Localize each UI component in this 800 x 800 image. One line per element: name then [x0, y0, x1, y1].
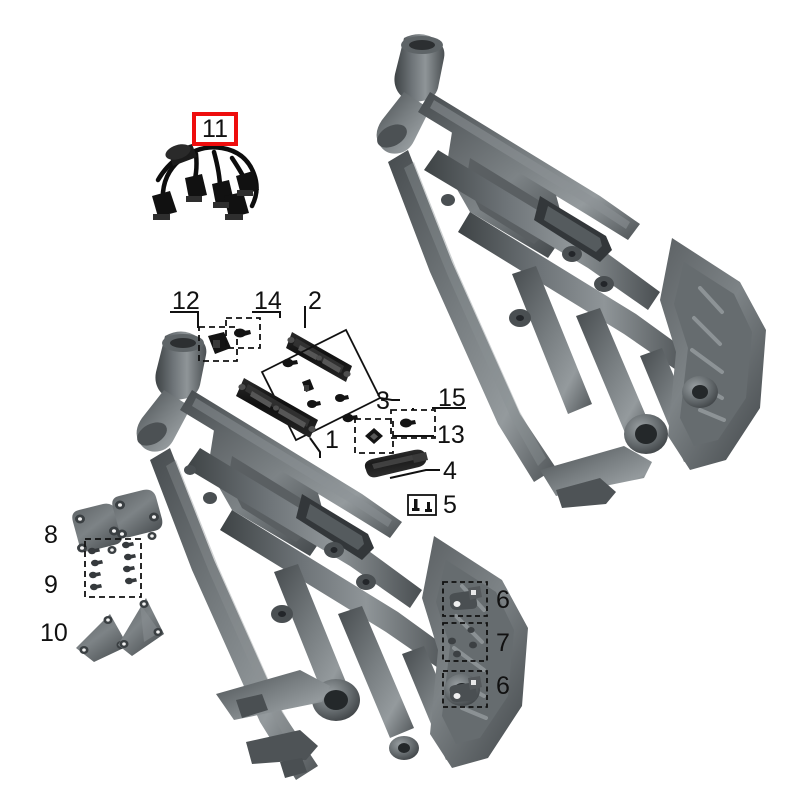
part-6a-clip-bracket — [449, 586, 482, 610]
callout-9: 9 — [44, 571, 58, 599]
part-10-gusset-left — [76, 614, 128, 662]
callout-15: 15 — [438, 384, 466, 412]
box-3 — [260, 328, 382, 442]
callout-12: 12 — [172, 287, 200, 315]
head-tube-upper — [376, 34, 445, 154]
callout-1: 1 — [325, 426, 339, 454]
box-7 — [442, 622, 488, 662]
part-13-washer — [365, 428, 383, 444]
callout-14: 14 — [254, 287, 282, 315]
leader-12 — [170, 311, 199, 328]
callout-13: 13 — [437, 421, 465, 449]
callout-6-bottom: 6 — [496, 672, 510, 700]
part-7-bolts — [448, 627, 477, 658]
part-4-rubber-pad — [364, 449, 428, 478]
callout-5: 5 — [443, 491, 457, 519]
callout-11-highlighted[interactable]: 11 — [192, 112, 238, 146]
frame-upper-right — [376, 34, 766, 508]
box-6a — [442, 581, 488, 617]
leader-14 — [252, 311, 281, 318]
box-5 — [407, 494, 437, 516]
part-11-connectors — [152, 144, 259, 220]
callout-4: 4 — [443, 457, 457, 485]
leader-3 — [379, 397, 400, 401]
part-15-nut — [400, 418, 416, 428]
part-5-pins — [412, 499, 432, 512]
part-8-bracket-right — [112, 489, 163, 540]
leader-4 — [389, 469, 440, 479]
box-15 — [390, 409, 436, 439]
part-10-gusset-right — [118, 598, 164, 656]
leader-1 — [309, 437, 321, 458]
callout-11-label: 11 — [202, 114, 228, 143]
callout-7: 7 — [496, 629, 510, 657]
part-12-grommet — [208, 332, 231, 354]
box-13 — [354, 418, 394, 454]
box-12 — [198, 326, 238, 362]
callout-6-top: 6 — [496, 586, 510, 614]
callout-10: 10 — [40, 619, 68, 647]
part-3-fasteners — [282, 358, 358, 423]
callout-2: 2 — [308, 287, 322, 315]
part-14-bolt — [234, 328, 251, 338]
box-6b — [442, 670, 488, 708]
part-9-bolts — [88, 541, 137, 591]
box-14 — [225, 317, 261, 349]
callout-8: 8 — [44, 521, 58, 549]
part-2-slide-rail — [286, 332, 352, 382]
part-1-slide-rail — [236, 378, 318, 438]
box-9 — [84, 538, 142, 598]
head-tube-lower — [136, 331, 207, 452]
part-6b-clip-bracket — [449, 676, 482, 702]
callout-3: 3 — [376, 387, 390, 415]
